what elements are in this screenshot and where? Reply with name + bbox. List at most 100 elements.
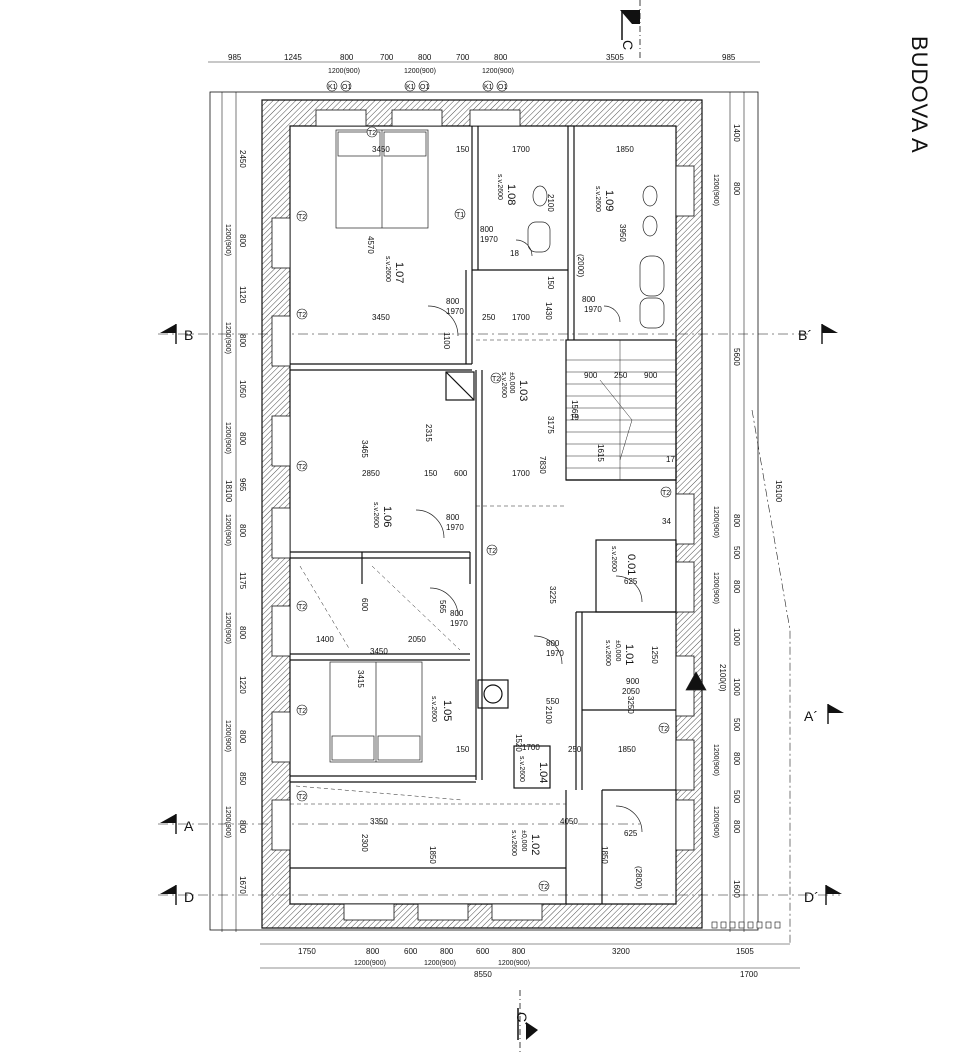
svg-text:±0,000: ±0,000	[520, 830, 527, 851]
svg-text:1700: 1700	[740, 970, 758, 979]
svg-text:D´: D´	[804, 889, 819, 905]
tag-o1: O1	[496, 80, 507, 92]
svg-text:s.v.2600: s.v.2600	[430, 696, 437, 722]
svg-text:3175: 3175	[546, 416, 555, 434]
svg-text:900: 900	[584, 371, 598, 380]
svg-text:1200(900): 1200(900)	[712, 806, 719, 838]
svg-text:500: 500	[732, 790, 741, 804]
tag-t1: T1	[454, 208, 466, 220]
svg-text:1200(900): 1200(900)	[224, 224, 231, 256]
svg-text:985: 985	[722, 53, 736, 62]
svg-text:3450: 3450	[372, 145, 390, 154]
svg-text:1670: 1670	[238, 876, 247, 894]
svg-text:1520: 1520	[514, 734, 523, 752]
svg-text:s.v.2600: s.v.2600	[496, 174, 503, 200]
svg-text:1200(900): 1200(900)	[328, 68, 360, 75]
room-1-04-label: 1.04s.v.2600	[518, 756, 549, 783]
svg-text:1850: 1850	[428, 846, 437, 864]
svg-text:1850: 1850	[616, 145, 634, 154]
svg-text:150: 150	[456, 145, 470, 154]
svg-text:s.v.2600: s.v.2600	[500, 372, 507, 398]
svg-text:800: 800	[238, 626, 247, 640]
svg-text:1.03: 1.03	[517, 380, 529, 401]
svg-text:K1: K1	[406, 84, 415, 91]
svg-text:1.08: 1.08	[505, 184, 517, 205]
room-labels: 1.07s.v.2600 1.08s.v.2600 1.09s.v.2600 1…	[372, 174, 637, 856]
svg-text:T2: T2	[298, 214, 306, 221]
svg-text:5600: 5600	[732, 348, 741, 366]
svg-text:18: 18	[510, 249, 519, 258]
bottom-dimensions: 1750 800 600 800 600 800 3200 1505 1200(…	[298, 947, 758, 979]
svg-text:16100: 16100	[774, 480, 783, 503]
svg-text:600: 600	[454, 469, 468, 478]
svg-text:1850: 1850	[618, 745, 636, 754]
svg-text:150: 150	[424, 469, 438, 478]
svg-text:625: 625	[624, 577, 638, 586]
svg-text:1970: 1970	[446, 523, 464, 532]
svg-text:3450: 3450	[370, 647, 388, 656]
svg-text:2050: 2050	[408, 635, 426, 644]
svg-text:900: 900	[626, 677, 640, 686]
svg-text:T2: T2	[660, 726, 668, 733]
svg-text:1.01: 1.01	[623, 644, 635, 665]
tag-o1: O1	[340, 80, 351, 92]
svg-text:1050: 1050	[238, 380, 247, 398]
svg-text:±0,000: ±0,000	[508, 372, 515, 393]
svg-text:17: 17	[666, 455, 675, 464]
svg-text:K1: K1	[328, 84, 337, 91]
svg-text:1.05: 1.05	[441, 700, 453, 721]
svg-text:1100: 1100	[442, 332, 451, 350]
svg-text:1200(900): 1200(900)	[482, 68, 514, 75]
building-title: BUDOVA A	[907, 36, 932, 154]
room-0-01-label: 0.01s.v.2600	[610, 546, 637, 575]
svg-text:1200(900): 1200(900)	[712, 744, 719, 776]
svg-text:600: 600	[404, 947, 418, 956]
svg-text:4050: 4050	[560, 817, 578, 826]
svg-text:1200(900): 1200(900)	[354, 960, 386, 967]
svg-text:C: C	[620, 40, 636, 50]
svg-text:1200(900): 1200(900)	[224, 514, 231, 546]
svg-text:T2: T2	[540, 884, 548, 891]
room-1-06-label: 1.06s.v.2600	[372, 502, 393, 528]
svg-text:1175: 1175	[238, 572, 247, 590]
svg-text:1700: 1700	[512, 469, 530, 478]
svg-text:1200(900): 1200(900)	[498, 960, 530, 967]
svg-text:1.04: 1.04	[537, 762, 549, 783]
inner-dimensions: 3450 150 1700 1850 4570 3450 250 1700 39…	[316, 145, 675, 889]
tag-t2: T2	[296, 460, 308, 472]
svg-text:1970: 1970	[584, 305, 602, 314]
tag-k1: K1	[482, 80, 494, 92]
svg-text:4570: 4570	[366, 236, 375, 254]
svg-text:B´: B´	[798, 327, 812, 343]
svg-text:O1: O1	[420, 84, 429, 91]
room-1-08-label: 1.08s.v.2600	[496, 174, 517, 205]
svg-text:800: 800	[238, 524, 247, 538]
svg-text:700: 700	[456, 53, 470, 62]
svg-text:1505: 1505	[736, 947, 754, 956]
room-1-05-label: 1.05 s.v.2600	[430, 696, 453, 722]
svg-text:3250: 3250	[626, 696, 635, 714]
tag-o1: O1	[418, 80, 429, 92]
svg-text:(2800): (2800)	[634, 866, 643, 889]
svg-text:565: 565	[438, 600, 447, 614]
svg-text:800: 800	[732, 752, 741, 766]
svg-text:150: 150	[456, 745, 470, 754]
svg-text:19: 19	[570, 413, 579, 422]
svg-text:7830: 7830	[538, 456, 547, 474]
tag-t2: T2	[296, 790, 308, 802]
svg-text:s.v.2600: s.v.2600	[372, 502, 379, 528]
left-dimensions: 2450 800 1200(900) 1120 800 1200(900) 10…	[224, 150, 247, 894]
svg-text:800: 800	[732, 182, 741, 196]
svg-text:500: 500	[732, 718, 741, 732]
svg-text:250: 250	[614, 371, 628, 380]
svg-text:150: 150	[546, 276, 555, 290]
svg-text:625: 625	[624, 829, 638, 838]
svg-text:600: 600	[476, 947, 490, 956]
svg-text:1200(900): 1200(900)	[224, 422, 231, 454]
svg-text:800: 800	[340, 53, 354, 62]
svg-text:3415: 3415	[356, 670, 365, 688]
svg-text:C´: C´	[514, 1012, 530, 1027]
svg-text:800: 800	[418, 53, 432, 62]
tag-t2: T2	[660, 486, 672, 498]
